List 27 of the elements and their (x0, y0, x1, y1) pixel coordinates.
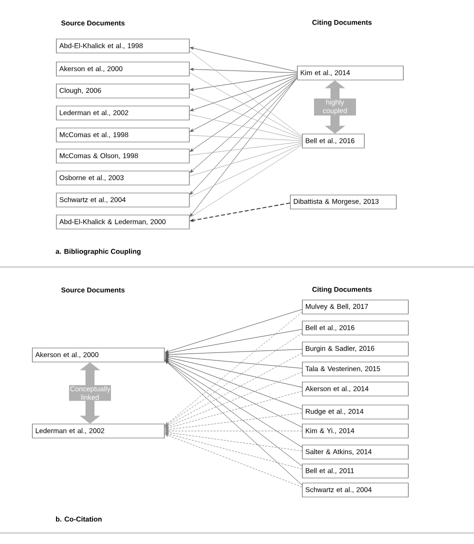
arrow (164, 312, 302, 426)
arrow (164, 360, 302, 486)
arrow (165, 354, 302, 369)
arrow (190, 76, 298, 152)
arrow (165, 432, 302, 470)
arrow (190, 74, 298, 112)
arrow (164, 360, 302, 448)
arrow (190, 46, 298, 72)
arrow (165, 349, 302, 356)
arrow (165, 356, 302, 388)
arrow (165, 431, 302, 452)
arrow (190, 76, 298, 132)
arrow (190, 78, 298, 173)
arrow (165, 434, 302, 488)
arrow (165, 329, 302, 354)
arrow (165, 412, 302, 432)
arrow (190, 78, 298, 217)
arrow (165, 309, 302, 353)
arrow (164, 372, 302, 428)
arrow (190, 74, 298, 91)
arrow (164, 332, 302, 426)
arrow (190, 78, 298, 195)
arrow (165, 358, 302, 410)
arrow (165, 430, 302, 432)
arrow (190, 68, 298, 74)
arrow (165, 390, 302, 430)
arrow (164, 360, 302, 466)
